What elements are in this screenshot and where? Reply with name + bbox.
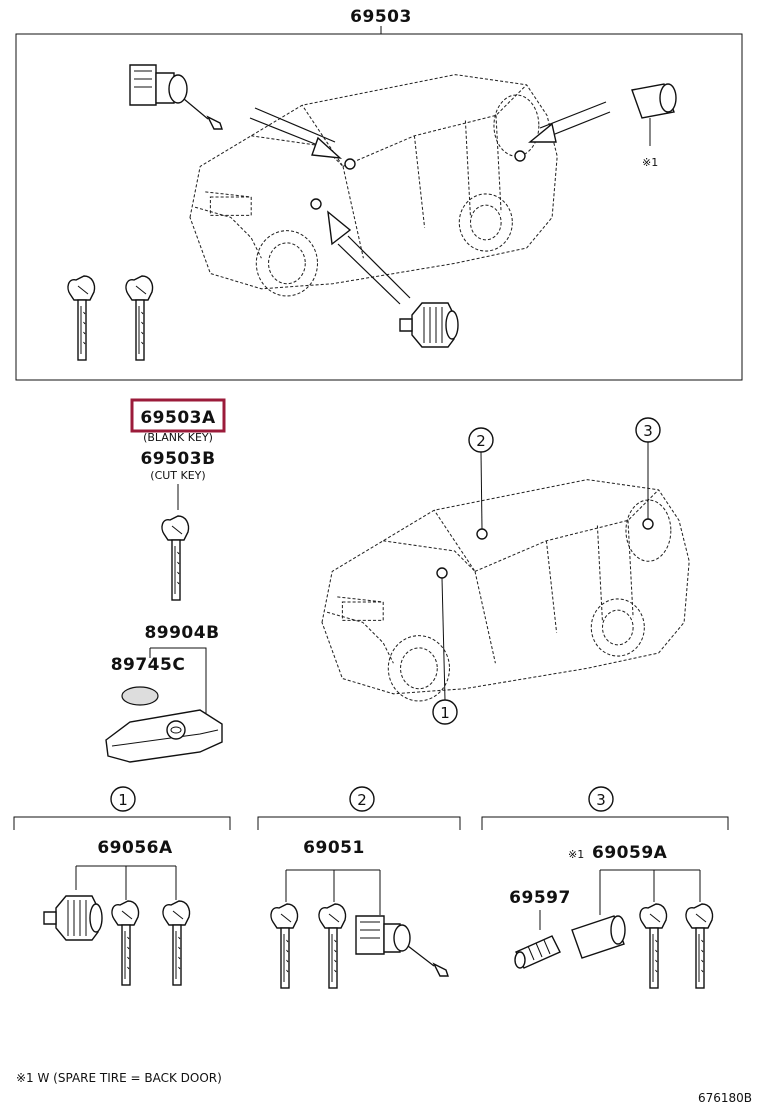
section-2-header: 2 [257, 786, 461, 830]
callout-2-label: 2 [476, 432, 486, 450]
leader-1 [441, 577, 446, 701]
section-2-key-a [270, 903, 299, 989]
top-group-part-no: 69503 [350, 7, 412, 27]
ignition-point [310, 198, 322, 210]
glovebox-point [344, 158, 356, 170]
section-3-part-no-b: 69059A [592, 843, 668, 863]
arrow-to-rear [528, 101, 611, 143]
leader-2 [480, 451, 483, 530]
point-2 [476, 528, 488, 540]
cut-key-icon [161, 515, 190, 601]
blank-key-highlight [130, 398, 226, 433]
arrow-to-ignition [327, 210, 411, 305]
section-3-leader-b [599, 869, 701, 915]
section-1-header: 1 [13, 786, 231, 830]
section-2-ignition [355, 915, 449, 977]
section-1-key-b [162, 900, 191, 986]
section-1-label: 1 [118, 791, 128, 809]
transmitter-leader [149, 647, 207, 716]
section-2-key-b [318, 903, 347, 989]
section-1-leader [75, 865, 177, 900]
cut-key-part-no: 69503B [140, 449, 215, 469]
cut-key-desc: (CUT KEY) [150, 469, 205, 482]
section-3-part-no-b-mark: ※1 [568, 848, 584, 861]
top-spare-cylinder [631, 83, 677, 146]
battery-icon [121, 686, 159, 706]
blank-key-part-no: 69503A [140, 408, 216, 428]
callout-1-label: 1 [440, 704, 450, 722]
callout-3-label: 3 [643, 422, 653, 440]
section-3-key-b [685, 903, 714, 989]
section-3-header: 3 [481, 786, 729, 830]
section-3-plug [514, 935, 561, 969]
lower-vehicle-illustration [321, 479, 690, 702]
section-2-leader [285, 869, 381, 915]
point-1 [436, 567, 448, 579]
top-key-right [125, 275, 154, 361]
transmitter-part-no: 89904B [144, 623, 219, 643]
section-2-label: 2 [357, 791, 367, 809]
section-3-label: 3 [596, 791, 606, 809]
battery-part-no: 89745C [111, 655, 186, 675]
top-key-left [67, 275, 96, 361]
section-3-part-no-a: 69597 [509, 888, 571, 908]
top-door-cylinder [399, 302, 459, 348]
top-spare-note-mark: ※1 [642, 156, 658, 169]
footnote: ※1 W (SPARE TIRE = BACK DOOR) [16, 1071, 222, 1085]
callout-2: 2 [468, 427, 494, 453]
section-3-sleeve [571, 915, 626, 959]
section-2-part-no: 69051 [303, 838, 365, 858]
section-1-key-a [111, 900, 140, 986]
section-3-key-a [639, 903, 668, 989]
diagram-id: 676180B [698, 1091, 752, 1105]
blank-key-desc: (BLANK KEY) [143, 431, 213, 444]
callout-3: 3 [635, 417, 661, 443]
callout-1: 1 [432, 699, 458, 725]
top-vehicle-illustration [189, 74, 558, 297]
rear-point [514, 150, 526, 162]
top-group-frame [15, 33, 743, 381]
top-ignition-switch [129, 64, 223, 130]
transmitter-icon [105, 709, 223, 763]
section-1-part-no: 69056A [97, 838, 173, 858]
arrow-to-glovebox [249, 107, 343, 159]
section-1-cylinder [43, 895, 103, 941]
point-3 [642, 518, 654, 530]
